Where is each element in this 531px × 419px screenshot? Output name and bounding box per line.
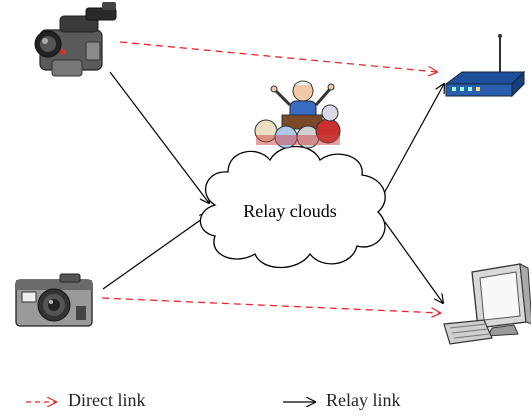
relay-cloud: Relay clouds <box>199 146 386 268</box>
relay-link-cloud-computer <box>384 221 443 303</box>
video-camera-icon <box>34 2 117 77</box>
cloud-label: Relay clouds <box>243 201 336 221</box>
direct-link-camcorder-router <box>119 41 437 72</box>
legend-direct-link-label: Direct link <box>68 390 146 410</box>
relay-link-camcorder-cloud <box>109 71 209 203</box>
legend-relay-link-label: Relay link <box>326 390 401 410</box>
audience-crowd-icon <box>254 80 341 149</box>
wifi-router-icon <box>444 34 526 98</box>
relay-link-cloud-router <box>381 84 444 198</box>
relay-link-camera-cloud <box>102 214 209 290</box>
direct-link-camera-computer <box>101 297 440 313</box>
photo-camera-icon <box>15 273 93 327</box>
desktop-computer-icon <box>443 263 531 345</box>
